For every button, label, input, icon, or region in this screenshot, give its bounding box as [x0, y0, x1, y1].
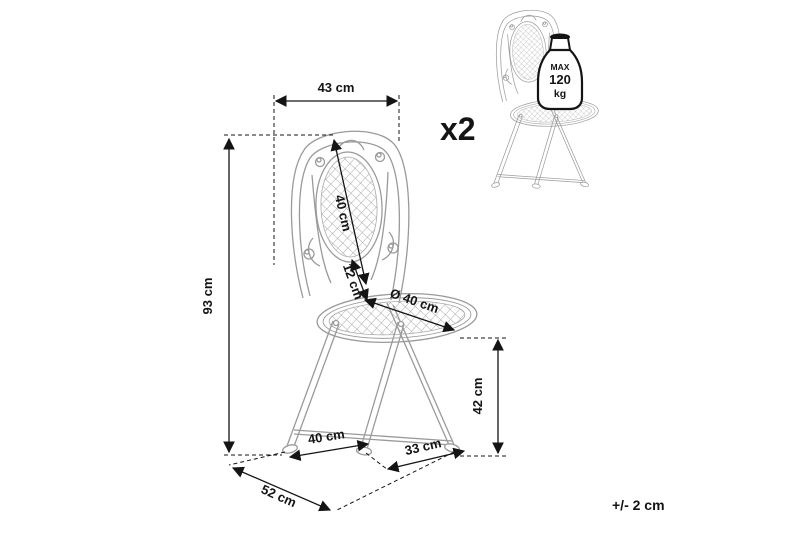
- weight-value-label: 120: [549, 72, 571, 87]
- footprint-front-arrow: [288, 439, 370, 462]
- dim-footprint-depth-label: 52 cm: [259, 482, 299, 511]
- chair-line-drawing: [282, 130, 478, 456]
- dim-overall-width-label: 43 cm: [318, 80, 355, 95]
- dim-seat-height-label: 42 cm: [470, 378, 485, 415]
- seat-diameter-arrow: [363, 297, 456, 333]
- footprint-depth-arrow: [231, 466, 332, 512]
- backrest-to-seat-arrow: [350, 258, 369, 302]
- quantity-label: x2: [440, 111, 476, 147]
- tolerance-label: +/- 2 cm: [612, 497, 665, 513]
- dim-footprint-front-label: 40 cm: [307, 426, 346, 447]
- backrest-outline: [290, 130, 410, 304]
- footprint-side-arrow: [386, 447, 466, 473]
- scroll-ornaments: [303, 139, 399, 284]
- weight-body: [536, 48, 584, 111]
- weight-limit-icon: MAX 120 kg: [536, 33, 584, 111]
- dimension-lines: [223, 95, 504, 512]
- weight-max-label: MAX: [551, 62, 570, 72]
- weight-unit-label: kg: [554, 88, 566, 100]
- dim-overall-height-label: 93 cm: [200, 278, 215, 315]
- weight-neck: [548, 37, 572, 51]
